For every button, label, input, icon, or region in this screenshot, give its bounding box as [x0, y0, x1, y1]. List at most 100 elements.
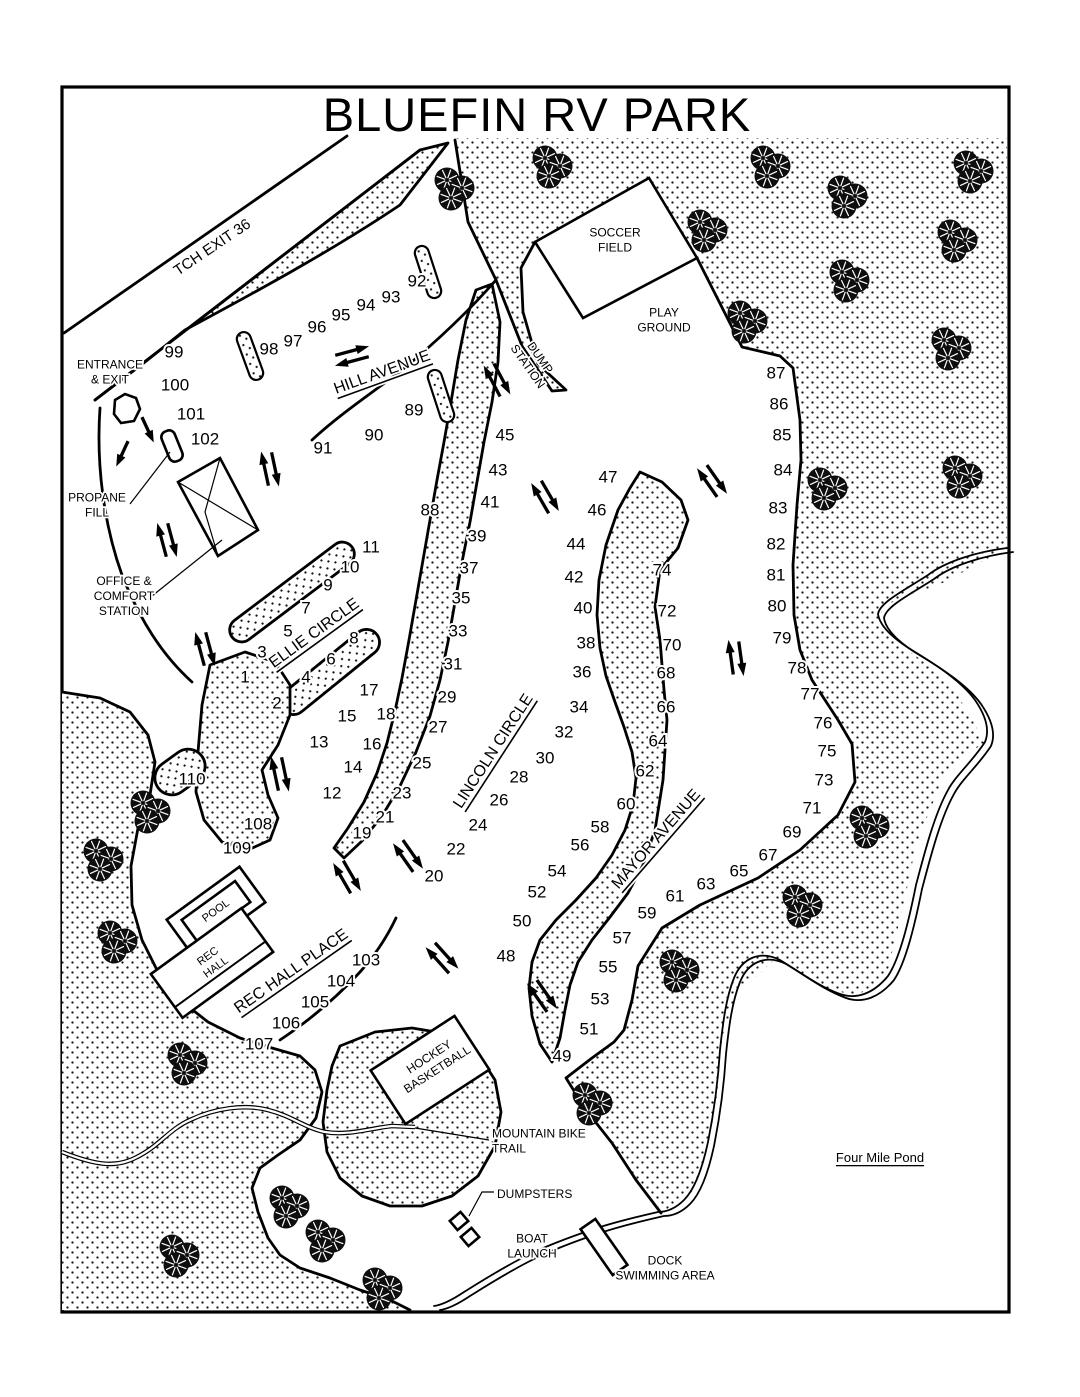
- site-label-48: 48: [497, 947, 516, 966]
- tree-icon: [159, 1234, 200, 1278]
- site-label-43: 43: [489, 461, 508, 480]
- site-label-16: 16: [363, 735, 382, 754]
- one-way-arrow-icon: [116, 440, 130, 467]
- site-label-96: 96: [308, 318, 327, 337]
- tree-icon: [849, 805, 890, 849]
- tree-icon: [727, 300, 768, 344]
- site-label-86: 86: [770, 395, 789, 414]
- site-label-9: 9: [323, 576, 332, 595]
- two-way-arrows-icon: [156, 522, 178, 558]
- site-label-7: 7: [301, 599, 310, 618]
- site-label-87: 87: [767, 364, 786, 383]
- tch-highway-lower-edge: [93, 148, 422, 402]
- site-label-36: 36: [573, 663, 592, 682]
- two-way-arrows-icon: [393, 839, 423, 873]
- site-label-59: 59: [638, 904, 657, 923]
- dump-station-strip-edge: [453, 138, 568, 393]
- site-label-83: 83: [769, 499, 788, 518]
- label-four-mile-pond: Four Mile Pond: [836, 1150, 924, 1165]
- site-label-71: 71: [803, 799, 822, 818]
- label-dumpsters: DUMPSTERS: [497, 1187, 572, 1201]
- office-building: [176, 456, 260, 558]
- site-label-93: 93: [382, 288, 401, 307]
- site-label-8: 8: [349, 629, 358, 648]
- site-label-26: 26: [490, 791, 509, 810]
- site-label-90: 90: [365, 426, 384, 445]
- tch-highway-upper-edge: [62, 134, 349, 335]
- tree-icon: [782, 884, 823, 928]
- site-label-47: 47: [599, 468, 618, 487]
- northeast-region-edge: [564, 256, 857, 1215]
- tree-icon: [953, 150, 994, 194]
- site-label-40: 40: [574, 599, 593, 618]
- site-label-57: 57: [613, 929, 632, 948]
- site-label-52: 52: [528, 883, 547, 902]
- terrain-northeast-region: [455, 138, 1007, 1213]
- page-title: BLUEFIN RV PARK: [323, 88, 752, 141]
- dock: [578, 1217, 630, 1277]
- tree-icon: [83, 838, 124, 882]
- site-label-64: 64: [649, 732, 668, 751]
- site-label-2: 2: [272, 694, 281, 713]
- tree-icon: [659, 949, 700, 993]
- tree-icon: [305, 1219, 346, 1263]
- parking-pad: [235, 330, 265, 382]
- site-label-1: 1: [240, 668, 249, 687]
- site-label-69: 69: [783, 823, 802, 842]
- site-label-76: 76: [814, 714, 833, 733]
- tree-icon: [97, 920, 138, 964]
- site-label-35: 35: [452, 589, 471, 608]
- tree-icon: [931, 327, 972, 371]
- terrain-lincoln-strip: [332, 282, 502, 860]
- tree-icon: [362, 1267, 403, 1311]
- site-label-39: 39: [468, 527, 487, 546]
- tree-icon: [829, 259, 870, 303]
- structures: [112, 176, 699, 1277]
- terrain-southwest-region: [62, 692, 410, 1310]
- site-label-34: 34: [570, 698, 589, 717]
- one-way-arrow-icon: [140, 416, 154, 443]
- site-label-72: 72: [658, 602, 677, 621]
- site-numbers-layer: 1234567891011121314151617181920212223242…: [159, 270, 839, 1068]
- site-label-99: 99: [165, 343, 184, 362]
- site-label-54: 54: [548, 862, 567, 881]
- site-label-49: 49: [553, 1047, 572, 1066]
- site-label-15: 15: [338, 707, 357, 726]
- site-label-28: 28: [510, 768, 529, 787]
- parking-pad: [426, 368, 456, 424]
- site-label-79: 79: [773, 629, 792, 648]
- terrain-central-island: [527, 470, 690, 1064]
- site-label-5: 5: [283, 622, 292, 641]
- site-label-27: 27: [429, 718, 448, 737]
- site-label-80: 80: [768, 597, 787, 616]
- propane-tank: [160, 429, 184, 463]
- site-label-51: 51: [580, 1020, 599, 1039]
- site-label-21: 21: [376, 808, 395, 827]
- site-label-67: 67: [759, 846, 778, 865]
- mountain-bike-trail-path: [61, 1104, 416, 1167]
- tree-icon: [807, 467, 848, 511]
- two-way-arrows-icon: [194, 631, 216, 667]
- site-label-66: 66: [657, 698, 676, 717]
- site-label-88: 88: [421, 501, 440, 520]
- site-label-38: 38: [577, 634, 596, 653]
- hill-avenue-south-edge: [310, 278, 498, 442]
- site-label-44: 44: [567, 535, 586, 554]
- entrance-road-west-edge: [97, 406, 194, 684]
- traffic-arrows-layer: [116, 345, 747, 1013]
- tree-icon: [434, 167, 475, 211]
- site-label-102: 102: [191, 430, 219, 449]
- site-label-85: 85: [773, 426, 792, 445]
- site-label-50: 50: [513, 912, 532, 931]
- site-label-70: 70: [663, 636, 682, 655]
- site-label-17: 17: [360, 681, 379, 700]
- site-label-78: 78: [788, 659, 807, 678]
- two-way-arrows-icon: [259, 451, 281, 487]
- tree-icon: [167, 1042, 208, 1086]
- site-label-3: 3: [257, 643, 266, 662]
